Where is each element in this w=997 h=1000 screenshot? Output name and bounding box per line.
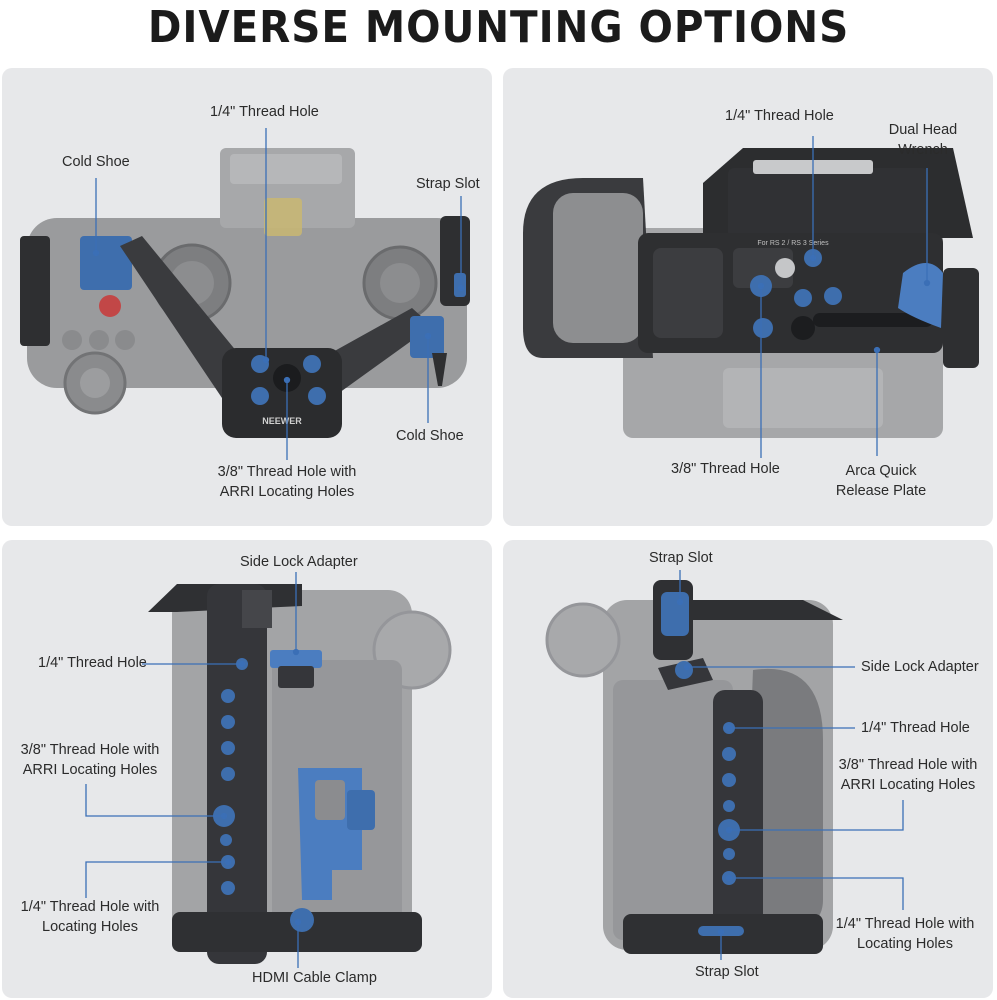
label-thread-hole: 1/4" Thread Hole [38,655,147,671]
label-strap-slot-top: Strap Slot [649,550,713,566]
plate-compat-text: For RS 2 / RS 3 Series [757,240,829,247]
label-locating-line2: Locating Holes [857,936,953,952]
camera-cage-left-illustration [148,584,452,964]
label-hdmi-clamp: HDMI Cable Clamp [252,970,377,986]
label-locating-line1: 1/4" Thread Hole with [835,916,975,932]
camera-cage-top-illustration: NEEWER [20,148,470,438]
camera-cage-bottom-illustration: For RS 2 / RS 3 Series [523,148,979,438]
label-cold-shoe-right: Cold Shoe [396,428,464,444]
label-thread-hole: 1/4" Thread Hole [861,720,970,736]
label-thread-hole: 1/4" Thread Hole [210,104,319,120]
page-title: DIVERSE MOUNTING OPTIONS [147,2,850,53]
label-arca-line2: Release Plate [835,483,927,499]
label-arri-line2: ARRI Locating Holes [840,777,976,793]
label-arca-line1: Arca Quick [845,463,917,479]
panel-bottom-view: For RS 2 / RS 3 Series 1/4" Thread Hole … [503,68,993,526]
label-side-lock: Side Lock Adapter [861,659,979,675]
label-wrench-line1: Dual Head [888,122,958,138]
label-thread-38: 3/8" Thread Hole [671,461,780,477]
label-arri-line2: ARRI Locating Holes [219,484,355,500]
brand-logo: NEEWER [262,416,302,426]
label-thread-hole: 1/4" Thread Hole [725,108,834,124]
label-arri-line1: 3/8" Thread Hole with [217,464,357,480]
label-strap-slot: Strap Slot [416,176,480,192]
panel-top-view: NEEWER 1/4" Thread Hole Cold Shoe Strap … [2,68,492,526]
panel-left-side-view: Side Lock Adapter 1/4" Thread Hole 3/8" … [2,540,492,998]
label-cold-shoe-left: Cold Shoe [62,154,130,170]
camera-cage-right-illustration [545,580,843,954]
label-locating-line1: 1/4" Thread Hole with [20,899,160,915]
label-arri-line1: 3/8" Thread Hole with [838,757,978,773]
label-wrench-line2: Wrench [898,142,948,158]
label-side-lock: Side Lock Adapter [240,554,358,570]
label-strap-slot-bottom: Strap Slot [695,964,759,980]
label-locating-line2: Locating Holes [42,919,138,935]
label-arri-line1: 3/8" Thread Hole with [20,742,160,758]
panel-right-side-view: Strap Slot Side Lock Adapter 1/4" Thread… [503,540,993,998]
label-arri-line2: ARRI Locating Holes [22,762,158,778]
